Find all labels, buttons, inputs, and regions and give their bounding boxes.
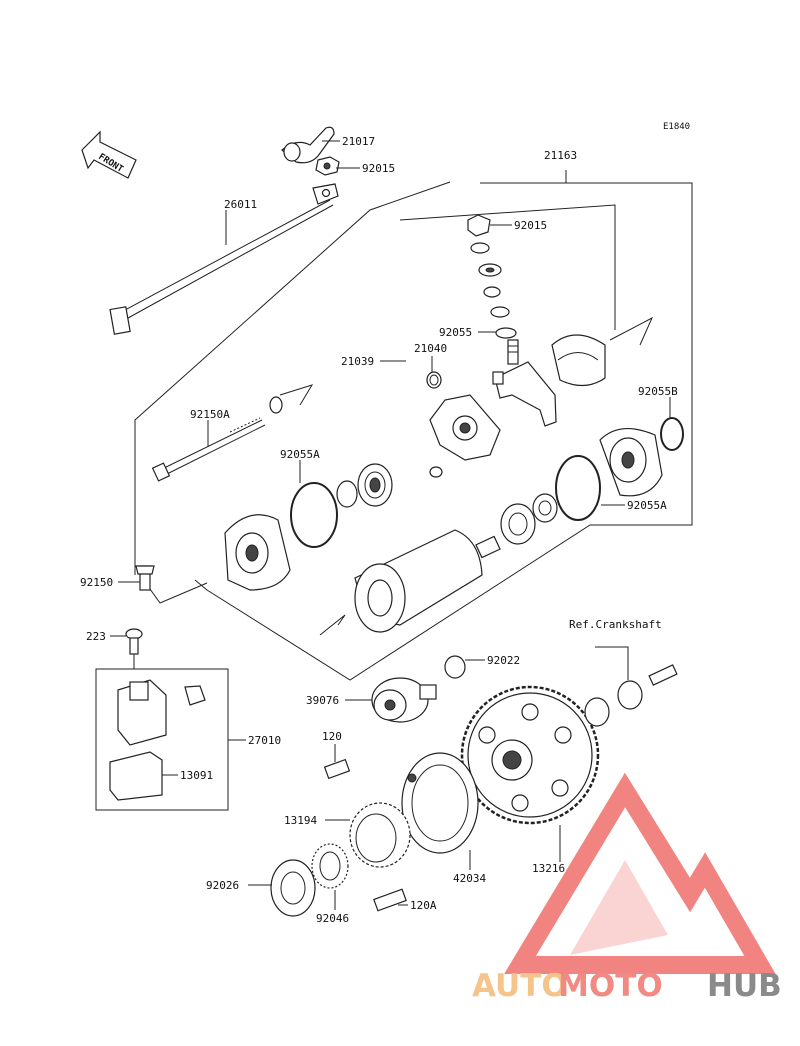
rear-housing bbox=[599, 428, 663, 497]
thrust-washer bbox=[336, 480, 358, 508]
label-ref-crankshaft: Ref.Crankshaft bbox=[569, 618, 662, 631]
idle-gear-39076 bbox=[371, 677, 437, 723]
label-21163: 21163 bbox=[544, 149, 577, 162]
terminal-bolt bbox=[507, 339, 519, 365]
starter-cable-26011 bbox=[109, 183, 339, 335]
washer-92022 bbox=[444, 655, 466, 679]
label-120: 120 bbox=[322, 730, 342, 743]
label-92055A-right: 92055A bbox=[627, 499, 667, 512]
relay-box-27010 bbox=[95, 654, 229, 811]
needle-bearing-92046 bbox=[311, 843, 349, 889]
brush-spring-21040 bbox=[426, 371, 442, 389]
label-92022: 92022 bbox=[487, 654, 520, 667]
label-13216: 13216 bbox=[532, 862, 565, 875]
watermark-auto: AUTO bbox=[472, 968, 568, 1004]
front-arrow-icon: FRONT bbox=[81, 130, 137, 179]
nut-92015-top bbox=[315, 156, 340, 176]
starter-motor-body bbox=[354, 529, 501, 633]
bolt-223 bbox=[125, 628, 143, 655]
bolt-120 bbox=[323, 744, 351, 780]
watermark-hub: HUB bbox=[707, 968, 782, 1004]
front-cover bbox=[224, 514, 291, 591]
label-92015: 92015 bbox=[514, 219, 547, 232]
starter-gear-13216 bbox=[460, 685, 600, 825]
label-92055A-left: 92055A bbox=[280, 448, 320, 461]
label-120A: 120A bbox=[410, 899, 437, 912]
watermark-moto: MOTO bbox=[558, 968, 663, 1004]
label-13091: 13091 bbox=[180, 769, 213, 782]
terminal-cap-21017 bbox=[281, 126, 335, 164]
o-ring-92055A-right bbox=[555, 455, 601, 521]
watermark-text: AUTO MOTO HUB bbox=[472, 968, 782, 1004]
terminal-hardware-stack bbox=[467, 214, 517, 339]
label-13194: 13194 bbox=[284, 814, 317, 827]
washer-92026 bbox=[270, 859, 316, 917]
label-223: 223 bbox=[86, 630, 106, 643]
leader-lines bbox=[110, 140, 671, 910]
watermark-logo-icon bbox=[504, 772, 776, 974]
bearing-right bbox=[500, 493, 558, 545]
label-92150A: 92150A bbox=[190, 408, 230, 421]
brush-plate bbox=[492, 361, 557, 427]
label-42034: 42034 bbox=[453, 872, 486, 885]
starter-clutch-42034 bbox=[401, 752, 479, 854]
label-92055B: 92055B bbox=[638, 385, 678, 398]
label-92026: 92026 bbox=[206, 879, 239, 892]
assembly-outline bbox=[134, 170, 693, 681]
label-92150: 92150 bbox=[80, 576, 113, 589]
through-bolt-92150A bbox=[151, 417, 266, 482]
crankshaft-reference-parts bbox=[584, 646, 678, 727]
one-way-clutch-13194 bbox=[349, 802, 411, 868]
label-21040: 21040 bbox=[414, 342, 447, 355]
o-ring-92055A-left bbox=[290, 482, 338, 548]
washer-small bbox=[269, 396, 283, 414]
o-ring-92055B bbox=[660, 417, 684, 451]
label-21039: 21039 bbox=[341, 355, 374, 368]
label-39076: 39076 bbox=[306, 694, 339, 707]
rear-cover bbox=[551, 334, 606, 387]
label-27010: 27010 bbox=[248, 734, 281, 747]
bolt-120A bbox=[373, 888, 407, 912]
label-26011: 26011 bbox=[224, 198, 257, 211]
bolt-92150 bbox=[135, 565, 155, 591]
brush-holder bbox=[429, 394, 501, 478]
label-21017: 21017 bbox=[342, 135, 375, 148]
bearing-left bbox=[357, 463, 393, 507]
label-92046: 92046 bbox=[316, 912, 349, 925]
label-92055: 92055 bbox=[439, 326, 472, 339]
diagram-code: E1840 bbox=[663, 122, 690, 132]
label-92015-top: 92015 bbox=[362, 162, 395, 175]
